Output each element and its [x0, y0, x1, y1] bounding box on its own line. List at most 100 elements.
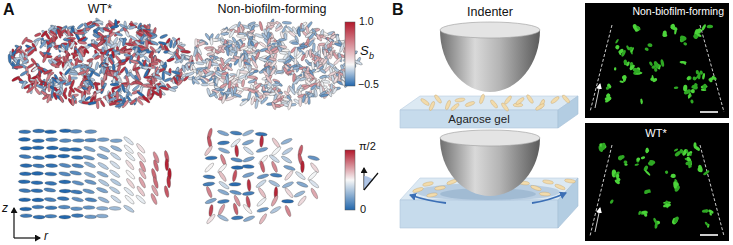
- rod: [307, 155, 320, 161]
- rod: [515, 97, 525, 106]
- cell: [626, 45, 631, 51]
- cell: [644, 189, 652, 195]
- rod: [71, 163, 83, 168]
- rod: [96, 101, 100, 109]
- rod: [46, 138, 58, 142]
- cell: [617, 154, 625, 161]
- rod: [542, 179, 553, 184]
- rod: [280, 137, 292, 145]
- cell: [636, 157, 641, 162]
- rod: [59, 139, 71, 143]
- cell: [674, 86, 679, 89]
- rod: [166, 57, 175, 62]
- rod: [177, 79, 184, 86]
- perspective-frame: [590, 25, 724, 236]
- cell: [690, 99, 694, 104]
- rod: [554, 183, 566, 190]
- rod: [270, 173, 282, 178]
- cell: [674, 216, 680, 221]
- rod: [110, 139, 122, 143]
- rod: [130, 59, 140, 65]
- rod: [45, 172, 57, 176]
- cell: [609, 199, 614, 204]
- micrograph: [585, 123, 729, 241]
- rod: [100, 100, 106, 108]
- cell: [702, 209, 709, 213]
- rod: [109, 186, 121, 195]
- rod: [206, 213, 217, 224]
- rod: [33, 129, 45, 133]
- rod: [247, 179, 252, 191]
- bacteria-rods: [420, 94, 571, 112]
- rod: [236, 34, 245, 37]
- rod: [45, 214, 57, 218]
- cell: [687, 75, 693, 81]
- rod: [142, 95, 151, 104]
- rod: [256, 146, 269, 153]
- rod: [19, 188, 31, 193]
- rod: [220, 28, 228, 35]
- rod: [84, 138, 96, 142]
- cell: [679, 35, 687, 42]
- rod: [115, 103, 125, 108]
- wt-cross-section: [18, 129, 171, 219]
- rod: [110, 24, 119, 29]
- rod: [271, 101, 277, 110]
- rod: [69, 72, 78, 76]
- rod: [282, 181, 294, 189]
- cell: [670, 174, 676, 179]
- cell: [687, 93, 693, 98]
- rod: [83, 145, 96, 152]
- colorbar: [345, 22, 355, 86]
- colorbar-subscript: b: [369, 52, 374, 62]
- rod: [59, 180, 71, 184]
- rod: [217, 163, 228, 174]
- rod: [94, 55, 101, 61]
- rod: [45, 181, 57, 185]
- rod: [254, 99, 258, 109]
- rod: [13, 65, 23, 69]
- rod: [229, 182, 241, 186]
- rod: [31, 189, 43, 193]
- rod: [45, 206, 57, 210]
- rod: [501, 102, 510, 112]
- rod: [58, 154, 70, 158]
- rod: [192, 78, 201, 85]
- rod: [44, 187, 56, 192]
- cell: [702, 83, 708, 89]
- rod: [164, 185, 170, 197]
- tick-label: 0: [360, 203, 366, 215]
- colorbar-symbol: S: [360, 44, 369, 58]
- rod: [434, 185, 445, 190]
- cell: [623, 59, 627, 65]
- rod: [42, 53, 48, 63]
- rod: [123, 136, 135, 146]
- cell: [621, 74, 627, 80]
- cell: [686, 150, 693, 157]
- cell: [604, 96, 611, 101]
- rod: [71, 214, 83, 218]
- rod: [284, 205, 292, 217]
- rod: [479, 94, 486, 105]
- cell: [689, 153, 692, 156]
- cell: [616, 177, 622, 183]
- rod: [310, 187, 319, 199]
- rod: [32, 164, 44, 169]
- cell: [687, 163, 692, 168]
- cell: [671, 26, 678, 30]
- agarose-gel-slab: Agarose gel: [400, 110, 558, 128]
- tick-label: π/2: [359, 140, 376, 152]
- rod: [232, 203, 239, 216]
- rod: [72, 180, 84, 186]
- cell: [660, 59, 665, 67]
- rod: [72, 139, 84, 143]
- rod: [32, 146, 44, 150]
- rod: [205, 186, 213, 198]
- rod: [64, 67, 72, 76]
- rod: [242, 203, 253, 214]
- rod: [110, 151, 122, 161]
- rod: [70, 129, 82, 133]
- rod: [242, 139, 255, 146]
- cell: [619, 80, 624, 83]
- axes: [14, 208, 40, 238]
